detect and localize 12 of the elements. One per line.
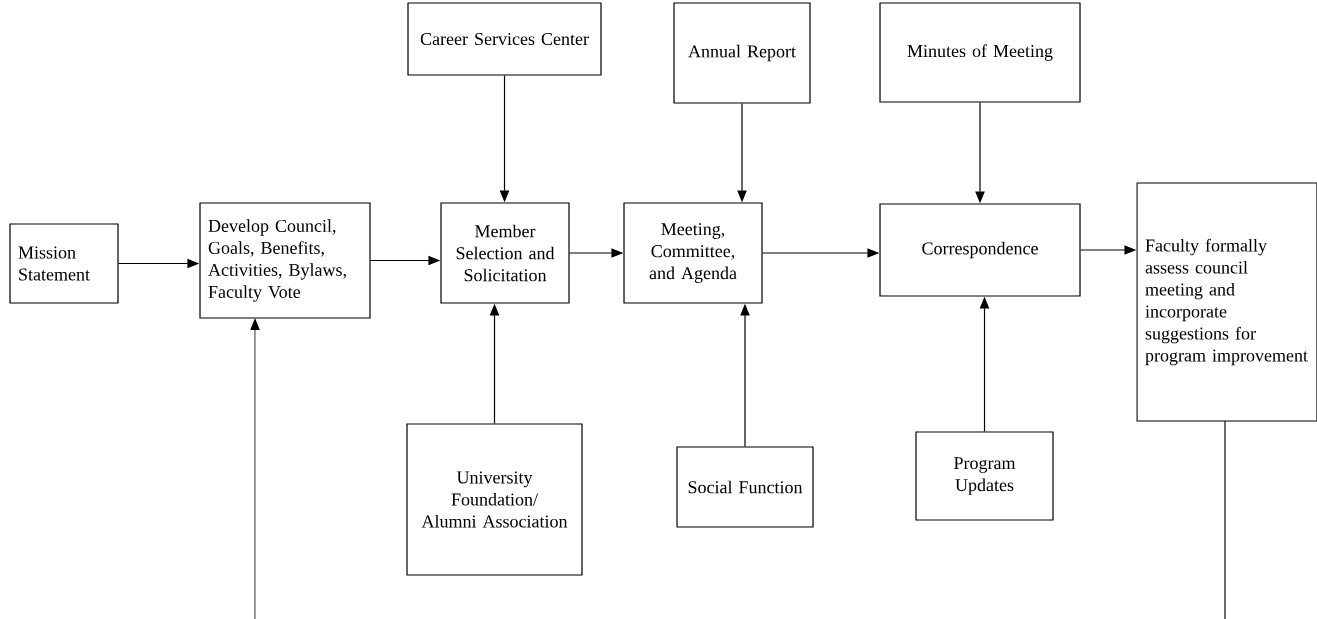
process-box: Program Updates <box>915 431 1054 521</box>
process-box: Meeting, Committee, and Agenda <box>623 202 763 304</box>
process-box: Annual Report <box>673 2 811 104</box>
process-box: Career Services Center <box>407 2 602 76</box>
process-box: Member Selection and Solicitation <box>440 202 570 304</box>
process-box: Social Function <box>676 446 814 528</box>
process-box: Correspondence <box>879 203 1081 297</box>
process-box: University Foundation/ Alumni Association <box>406 423 583 576</box>
process-box: Develop Council, Goals, Benefits, Activities, Bylaws, Faculty Vote <box>199 202 371 319</box>
process-box: Minutes of Meeting <box>879 2 1081 103</box>
process-box: Mission Statement <box>9 223 119 304</box>
process-box: Faculty formally assess council meeting and incorporate suggestions for program improvement <box>1136 182 1317 422</box>
